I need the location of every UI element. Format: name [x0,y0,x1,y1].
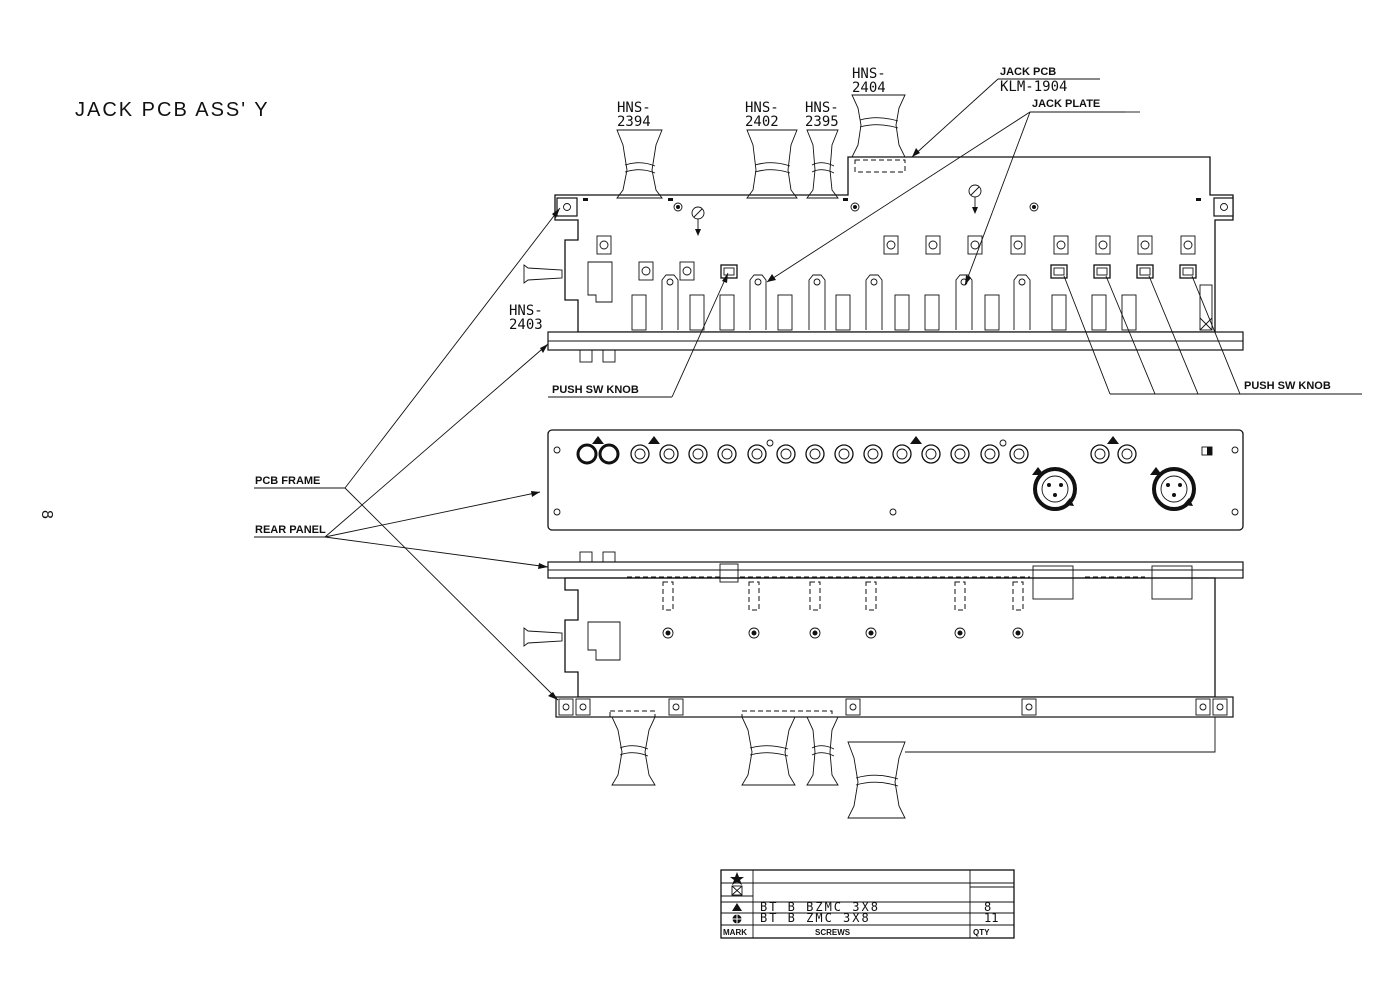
screw-row-3-name: BT B BZMC 3X8 [760,900,880,914]
cable-harness-bottom [611,716,906,819]
top-jack-row [596,235,1196,281]
cable-harness-top [616,94,906,199]
label-hns-2395-a: HNS- [805,100,839,116]
top-view-pcb [523,94,1244,363]
table-header-screws: SCREWS [815,928,851,937]
screwdriver-arrow-icon [691,184,982,236]
label-rear-panel: REAR PANEL [255,524,326,536]
star-icon [730,872,744,885]
label-push-sw-knob-right: PUSH SW KNOB [1244,380,1331,392]
callout-labels: HNS- 2394 HNS- 2402 HNS- 2395 HNS- 2404 … [255,66,1331,536]
triangle-icon [732,903,742,911]
label-hns-2403-b: 2403 [509,317,543,333]
leader-lines [254,78,1362,701]
label-hns-2404-b: 2404 [852,80,886,96]
screw-row-4-name: BT B ZMC 3X8 [760,911,871,925]
push-switch-row [720,264,1197,279]
label-hns-2402-b: 2402 [745,114,779,130]
label-jack-plate: JACK PLATE [1032,98,1100,110]
screw-row-3-qty: 8 [984,900,991,914]
xlr-connector [1033,467,1196,511]
label-hns-2394-b: 2394 [617,114,651,130]
boxed-x-icon [731,885,743,896]
screw-icon [673,202,1039,212]
crosshair-circle-icon [732,914,742,924]
bottom-view-pcb [523,551,1244,819]
label-hns-2403-a: HNS- [509,303,543,319]
label-hns-2395-b: 2395 [805,114,839,130]
jack-hole-row [576,439,1137,465]
label-klm-1904: KLM-1904 [1000,79,1067,95]
screw-row-4-qty: 11 [984,911,998,925]
bracket-screw-row [662,581,1024,639]
jack-body-row [631,284,1213,331]
label-hns-2394-a: HNS- [617,100,651,116]
jack-plate-row [661,274,1031,330]
label-pcb-frame: PCB FRAME [255,475,320,487]
rear-panel-view [547,429,1244,531]
label-push-sw-knob-left: PUSH SW KNOB [552,384,639,396]
page-number: 8 [38,510,55,519]
table-header-mark: MARK [723,928,747,937]
label-hns-2402-a: HNS- [745,100,779,116]
label-jack-pcb: JACK PCB [1000,66,1056,78]
screws-table: BT B BZMC 3X8 8 BT B ZMC 3X8 11 MARK SCR… [720,869,1015,939]
page-title: JACK PCB ASS' Y [75,99,270,121]
label-hns-2404-a: HNS- [852,66,886,82]
table-header-qty: QTY [973,928,990,937]
